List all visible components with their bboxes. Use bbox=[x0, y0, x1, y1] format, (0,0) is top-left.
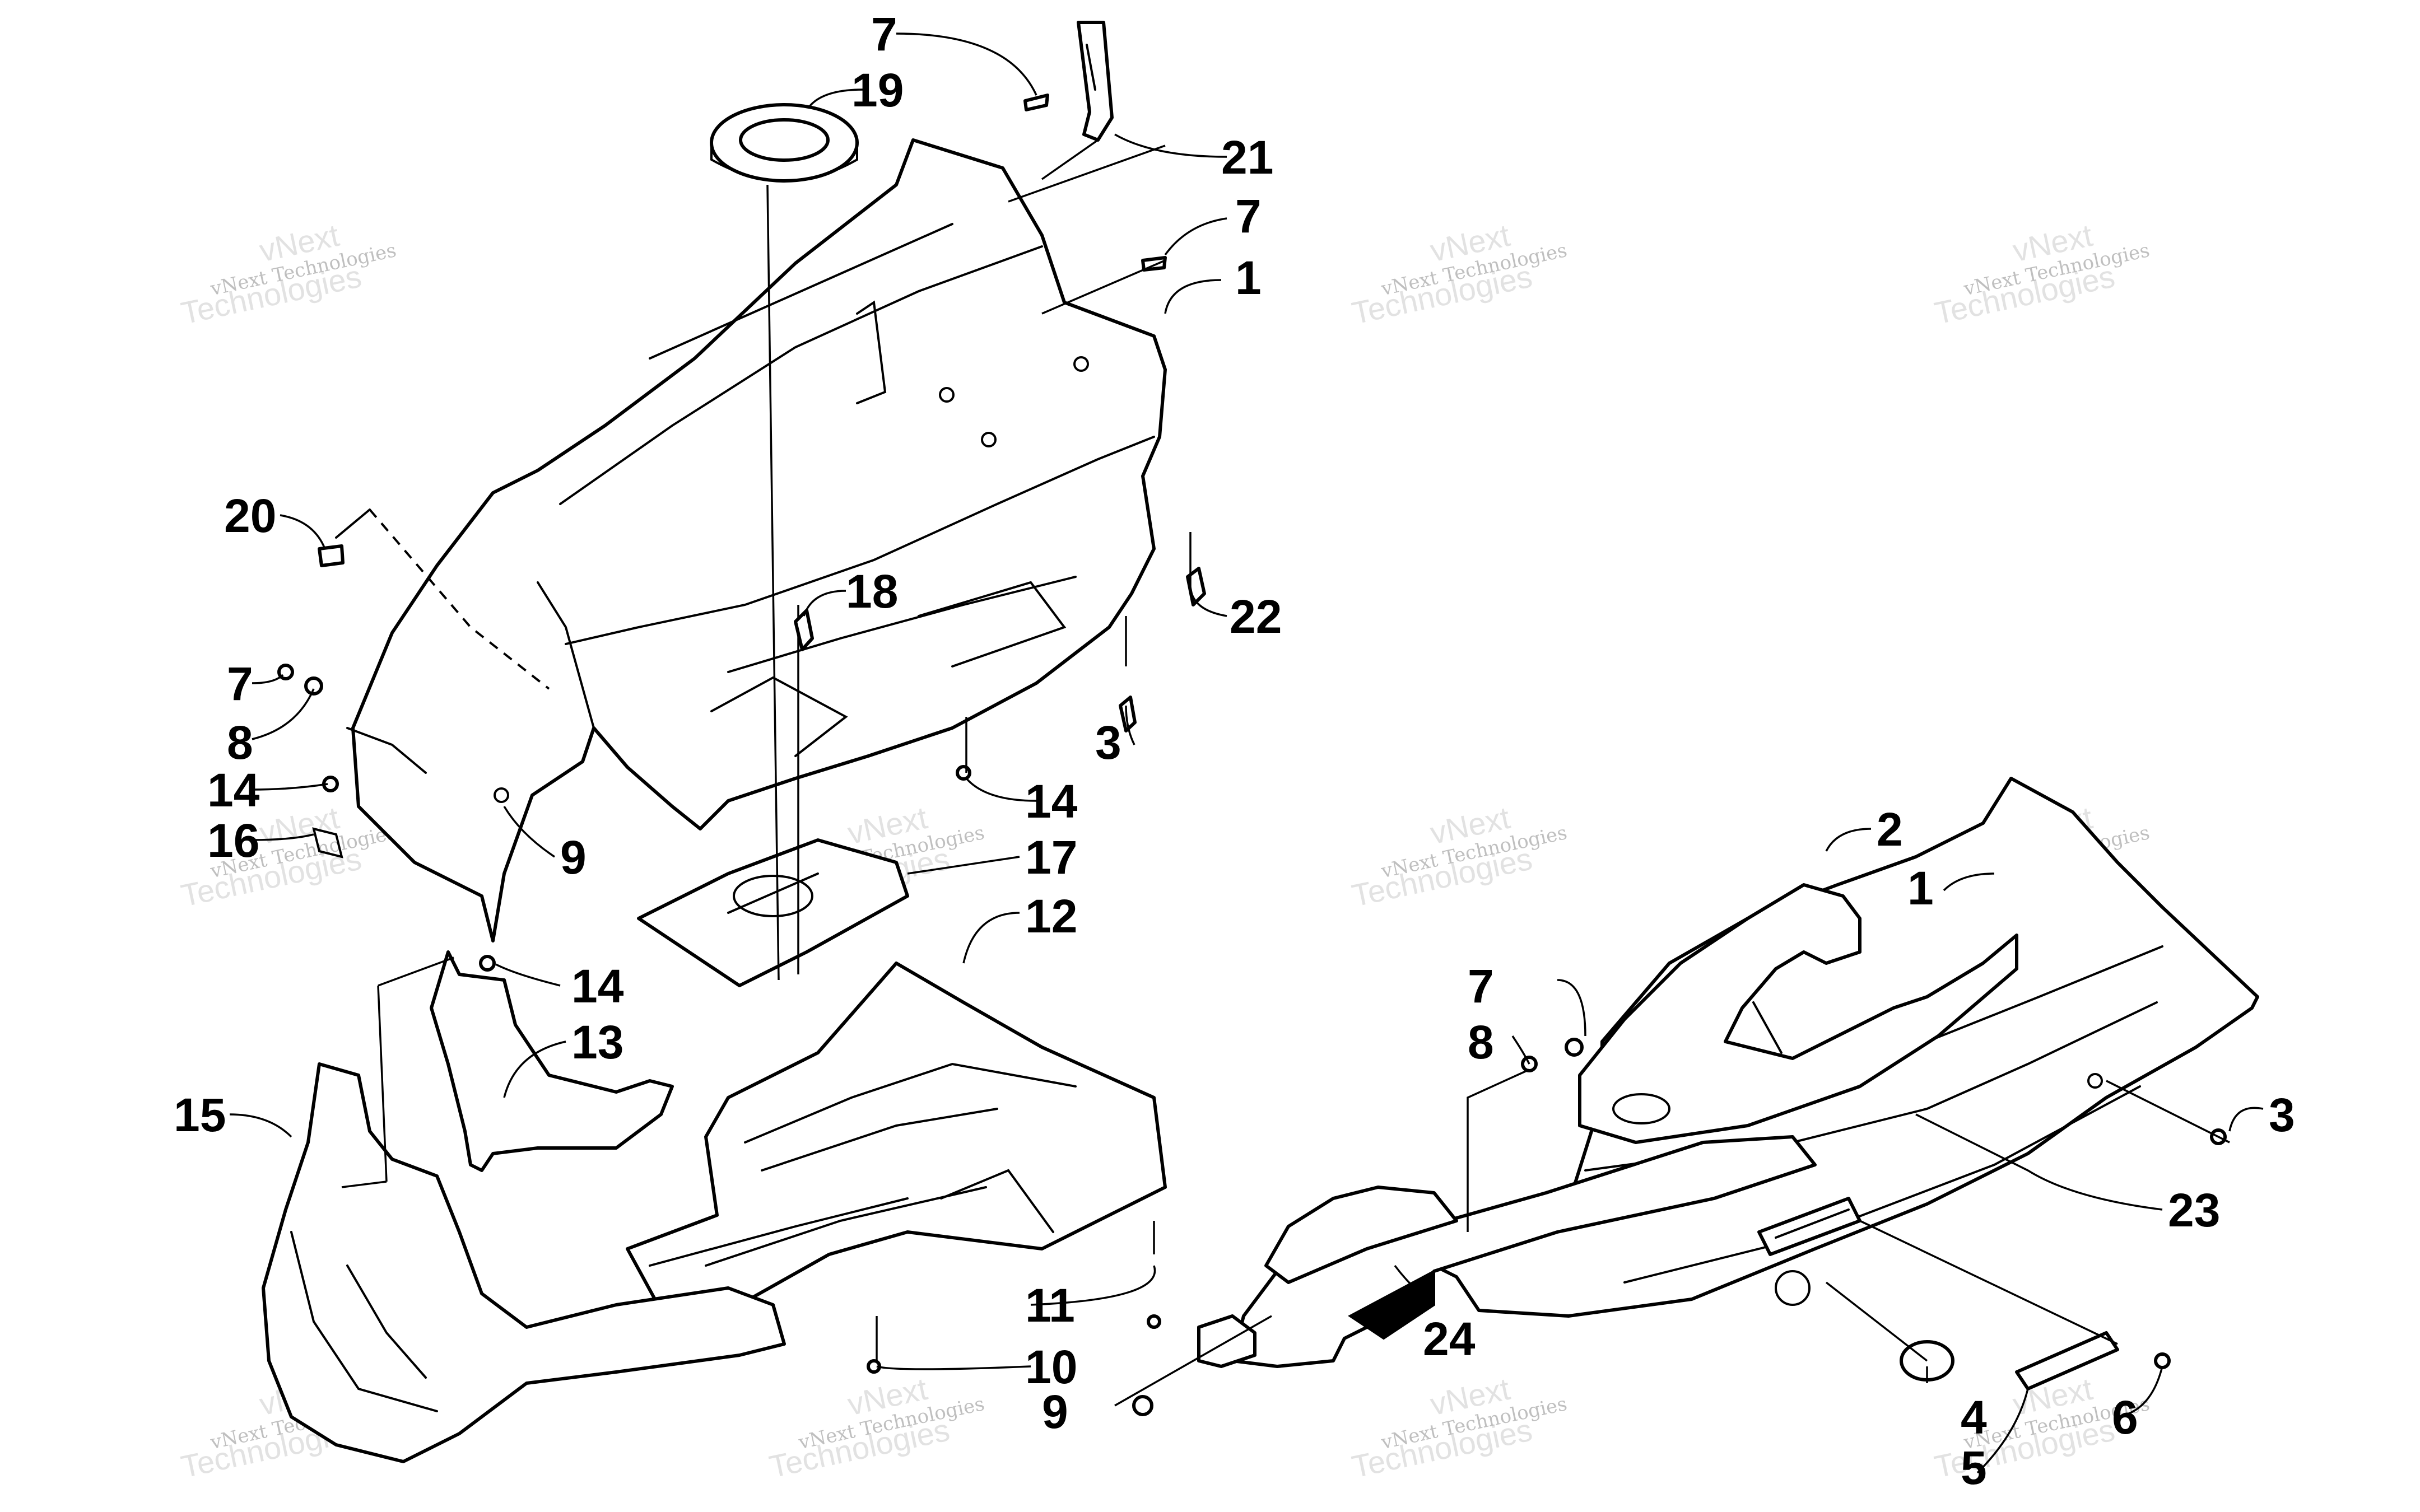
callout-5: 5 bbox=[1961, 1441, 1987, 1494]
side-panel-assembly bbox=[1197, 777, 2259, 1390]
leader-lines bbox=[229, 32, 2264, 1474]
callout-9: 9 bbox=[560, 831, 587, 884]
callout-labels: 7 19 21 7 1 20 18 22 7 8 3 14 14 16 9 17… bbox=[174, 8, 2295, 1494]
callout-6: 6 bbox=[2112, 1391, 2138, 1444]
plate bbox=[2015, 1331, 2119, 1390]
lower-pan bbox=[626, 962, 1167, 1362]
callout-1: 1 bbox=[1235, 251, 1262, 304]
watermark: vNext Technologies vNext Technologies bbox=[178, 217, 398, 331]
callout-11: 11 bbox=[1025, 1279, 1075, 1332]
washer bbox=[1132, 1395, 1153, 1416]
callout-20: 20 bbox=[224, 489, 276, 542]
hidden-line bbox=[369, 508, 550, 690]
latch bbox=[1077, 21, 1114, 142]
watermark: vNext Technologies vNext Technologies bbox=[1349, 1371, 1569, 1485]
callout-3: 3 bbox=[1095, 716, 1121, 769]
push-rivet bbox=[1119, 696, 1137, 732]
callout-1: 1 bbox=[1907, 862, 1934, 914]
seal-ring bbox=[710, 103, 859, 183]
watermark: vNext Technologies vNext Technologies bbox=[766, 1371, 986, 1485]
mounting-plate bbox=[637, 838, 909, 987]
screw bbox=[956, 765, 971, 781]
callout-8: 8 bbox=[1468, 1016, 1494, 1068]
fasteners bbox=[277, 94, 2227, 1416]
callout-7: 7 bbox=[227, 657, 253, 710]
callout-7: 7 bbox=[871, 8, 897, 60]
callout-2: 2 bbox=[1877, 803, 1903, 856]
callout-8: 8 bbox=[227, 716, 253, 769]
screw bbox=[2154, 1352, 2171, 1369]
callout-18: 18 bbox=[846, 565, 898, 618]
push-rivet bbox=[794, 609, 814, 651]
lower-pan-assembly bbox=[262, 950, 1167, 1463]
washer bbox=[304, 676, 323, 696]
screw bbox=[1565, 1038, 1584, 1057]
watermark: vNext Technologies vNext Technologies bbox=[1932, 217, 2152, 331]
callout-14: 14 bbox=[571, 960, 624, 1012]
callout-17: 17 bbox=[1025, 831, 1077, 884]
watermark: vNext Technologies vNext Technologies bbox=[1349, 217, 1569, 331]
callout-22: 22 bbox=[1230, 590, 1282, 643]
upper-belly-pan bbox=[351, 138, 1167, 942]
callout-19: 19 bbox=[851, 64, 904, 116]
screw bbox=[1147, 1314, 1161, 1329]
screw bbox=[1023, 94, 1049, 111]
callout-13: 13 bbox=[571, 1016, 623, 1068]
callout-24: 24 bbox=[1423, 1313, 1476, 1365]
upper-belly-pan-assembly bbox=[312, 138, 1167, 942]
alignment-line bbox=[766, 184, 780, 981]
inner-panel bbox=[1578, 883, 2018, 1144]
callout-14: 14 bbox=[1025, 775, 1078, 828]
screw bbox=[479, 955, 496, 972]
callout-7: 7 bbox=[1468, 960, 1494, 1012]
callout-9: 9 bbox=[1042, 1385, 1068, 1438]
front-bumper bbox=[262, 1062, 786, 1463]
callout-4: 4 bbox=[1961, 1391, 1987, 1444]
plug-clip bbox=[318, 544, 345, 567]
callout-16: 16 bbox=[207, 814, 259, 867]
callout-12: 12 bbox=[1025, 890, 1077, 942]
callout-7: 7 bbox=[1235, 190, 1262, 242]
callout-23: 23 bbox=[2168, 1184, 2220, 1236]
callout-21: 21 bbox=[1221, 131, 1273, 184]
bracket bbox=[430, 950, 674, 1172]
callout-14: 14 bbox=[207, 764, 260, 816]
watermark: vNext Technologies vNext Technologies bbox=[1349, 800, 1569, 913]
callout-3: 3 bbox=[2269, 1089, 2295, 1141]
callout-10: 10 bbox=[1025, 1341, 1077, 1393]
callout-15: 15 bbox=[174, 1089, 226, 1141]
